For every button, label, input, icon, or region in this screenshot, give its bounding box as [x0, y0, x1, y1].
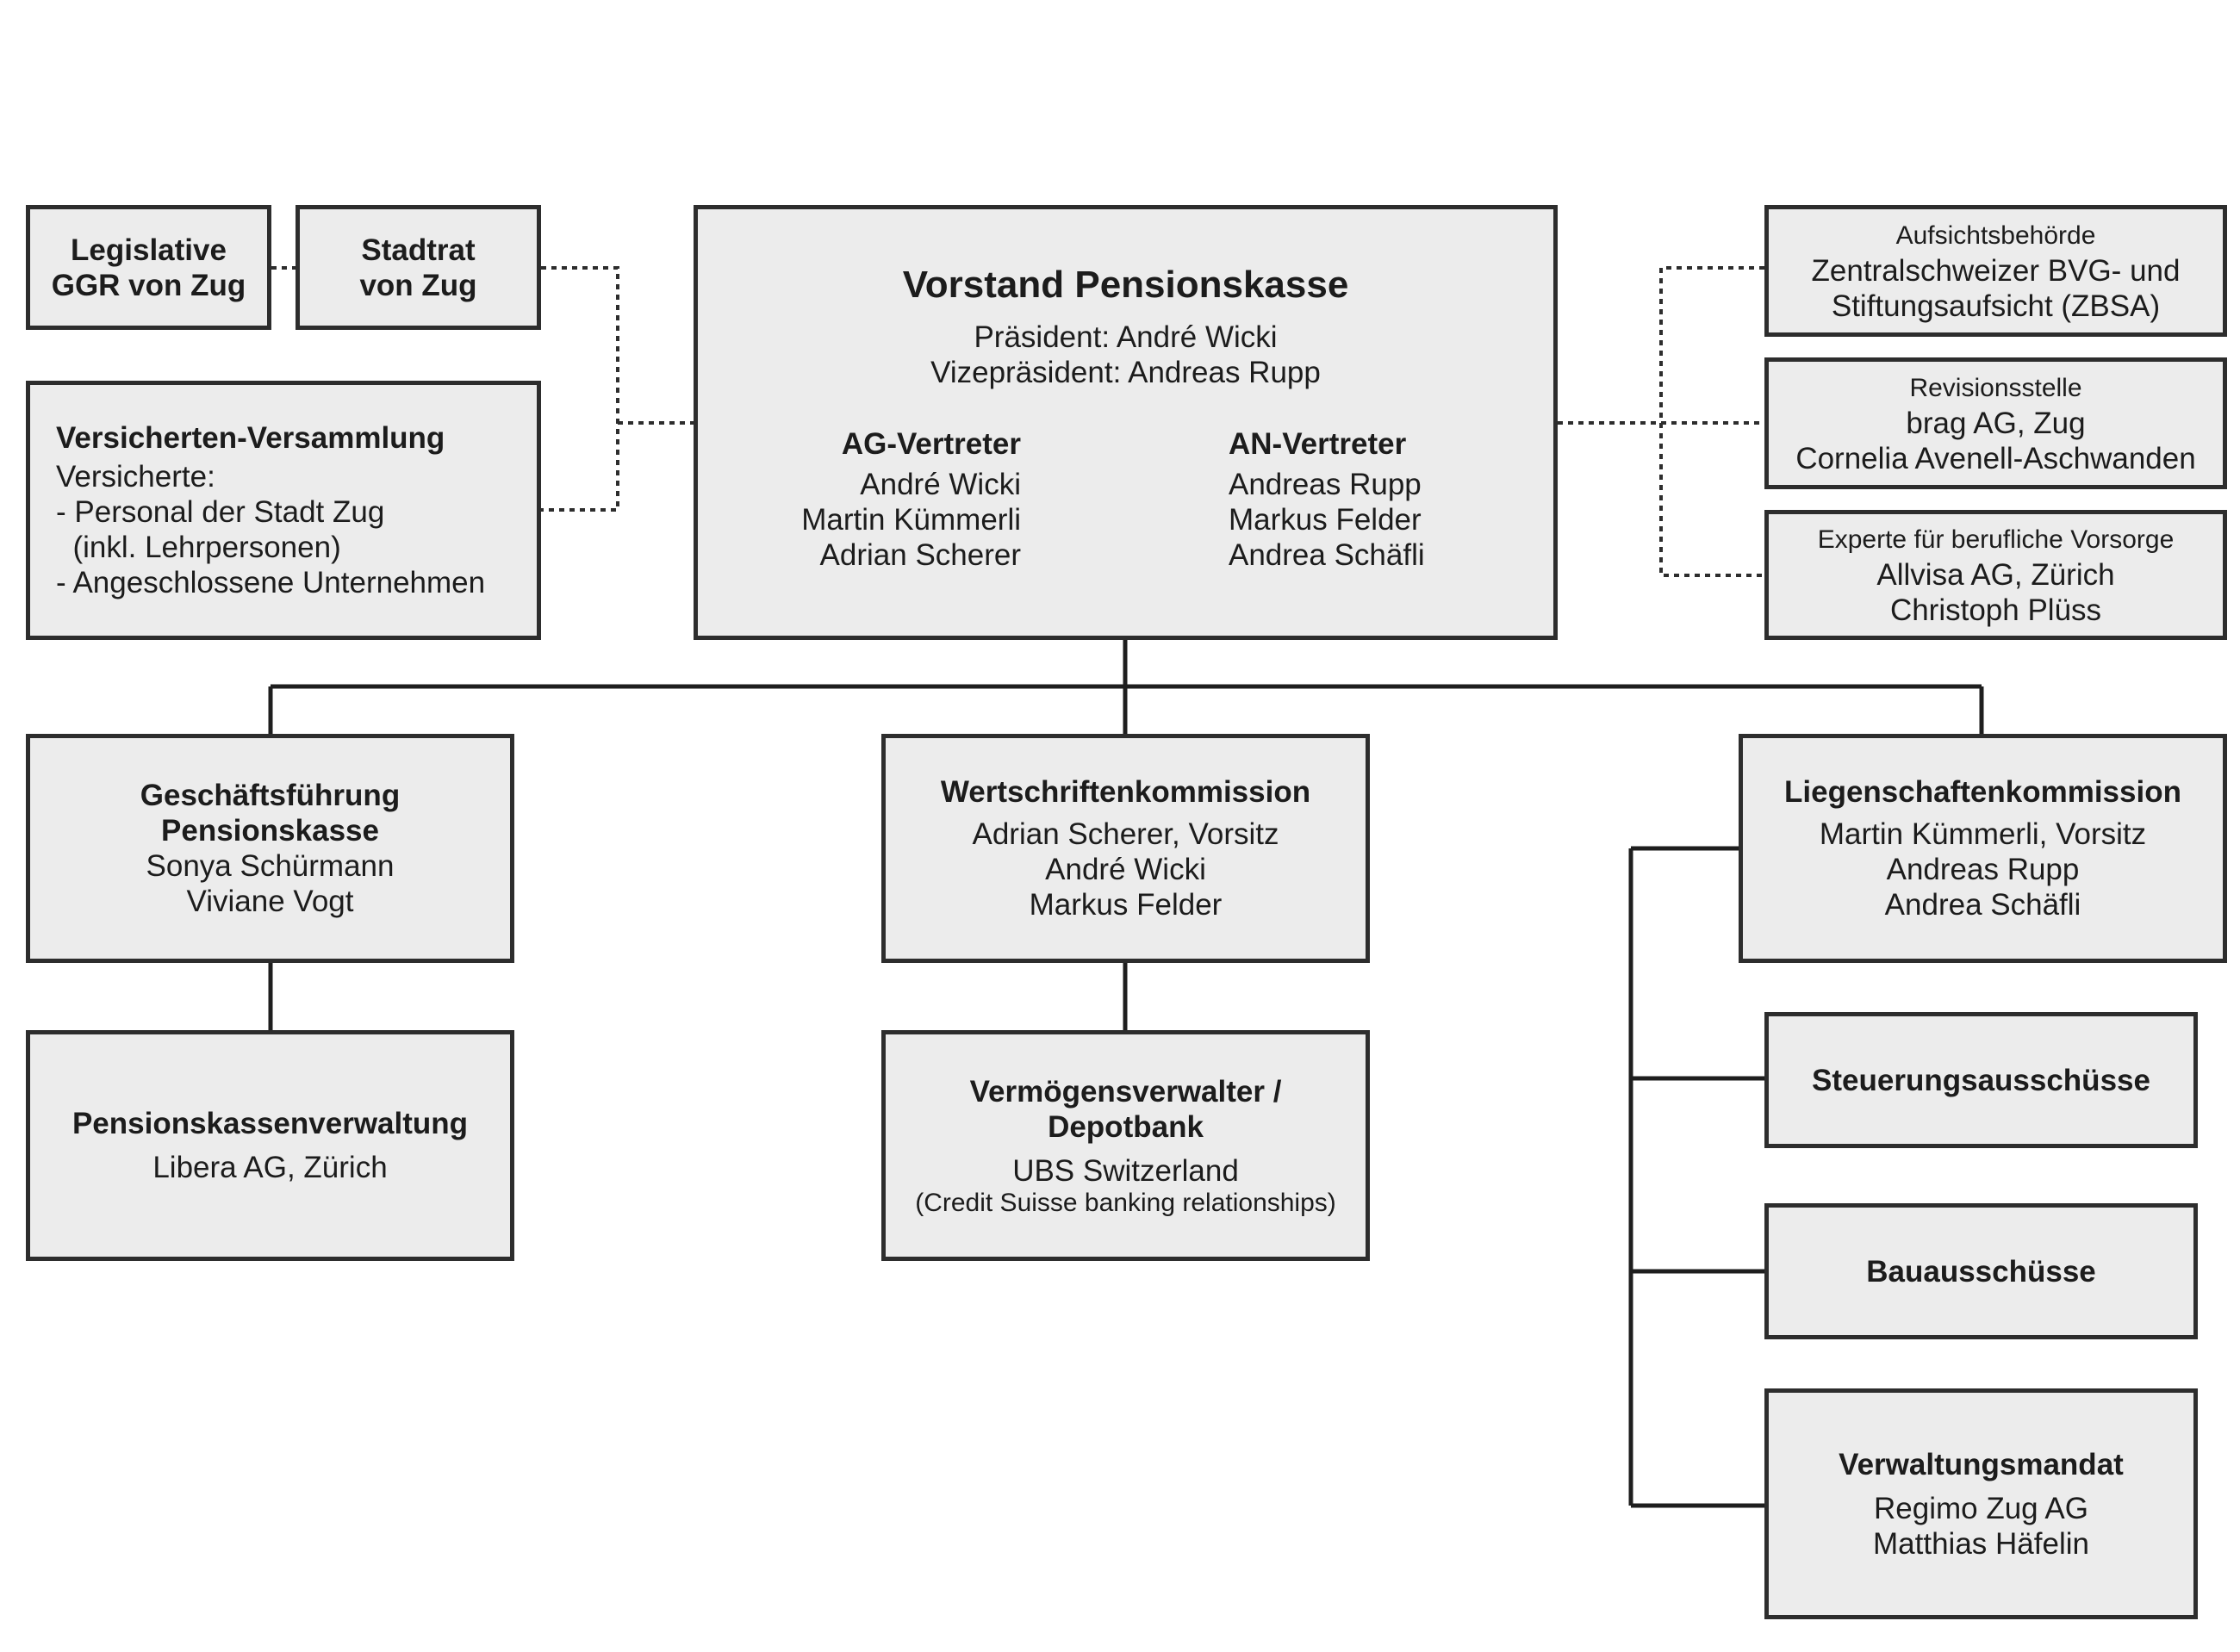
stadtrat-line-1: Stadtrat [361, 233, 476, 267]
an-member-3: Andrea Schäfli [1229, 538, 1425, 572]
dotted-right-bracket [1659, 266, 1764, 577]
stadtrat-box: Stadtrat von Zug [296, 205, 541, 330]
vorstand-president: Präsident: André Wicki [974, 320, 1278, 354]
vorstand-box: Vorstand Pensionskasse Präsident: André … [694, 205, 1558, 640]
revision-label: Revisionsstelle [1909, 373, 2082, 402]
steuerung-box: Steuerungsausschüsse [1764, 1012, 2198, 1148]
liegenschaften-line-1: Martin Kümmerli, Vorsitz [1819, 817, 2147, 851]
verwaltungsmandat-box: Verwaltungsmandat Regimo Zug AG Matthias… [1764, 1388, 2198, 1619]
geschaeftsfuehrung-title-2: Pensionskasse [161, 814, 379, 848]
legislative-line-1: Legislative [71, 233, 227, 267]
experte-box: Experte für berufliche Vorsorge Allvisa … [1764, 510, 2227, 640]
bau-box: Bauausschüsse [1764, 1203, 2198, 1339]
aufsicht-line-1: Zentralschweizer BVG- und [1811, 253, 2181, 288]
aufsicht-label: Aufsichtsbehörde [1895, 220, 2096, 250]
liegenschaften-box: Liegenschaftenkommission Martin Kümmerli… [1739, 734, 2227, 963]
ag-vertreter-column: AG-Vertreter André Wicki Martin Kümmerli… [800, 426, 1021, 573]
vorstand-title: Vorstand Pensionskasse [902, 264, 1349, 306]
wertschriften-line-2: André Wicki [1045, 853, 1206, 886]
liegenschaften-title: Liegenschaftenkommission [1784, 775, 2181, 809]
stadtrat-line-2: von Zug [359, 268, 477, 302]
ag-member-3: Adrian Scherer [819, 538, 1021, 572]
an-member-2: Markus Felder [1229, 503, 1422, 537]
vorstand-vice-president: Vizepräsident: Andreas Rupp [930, 356, 1321, 389]
versammlung-line-1: Versicherte: [56, 460, 215, 494]
geschaeftsfuehrung-line-2: Viviane Vogt [186, 885, 354, 918]
legislative-box: Legislative GGR von Zug [26, 205, 271, 330]
wertschriften-line-3: Markus Felder [1029, 888, 1223, 922]
pkverwaltung-title: Pensionskassenverwaltung [72, 1107, 469, 1140]
pkverwaltung-line-1: Libera AG, Zürich [152, 1151, 388, 1184]
vermoegen-title-1: Vermögensverwalter / [969, 1074, 1282, 1109]
revision-box: Revisionsstelle brag AG, Zug Cornelia Av… [1764, 357, 2227, 489]
geschaeftsfuehrung-box: Geschäftsführung Pensionskasse Sonya Sch… [26, 734, 514, 963]
vermoegen-line-1: UBS Switzerland [1012, 1153, 1239, 1188]
wertschriften-title: Wertschriftenkommission [940, 775, 1311, 809]
ag-vertreter-title: AG-Vertreter [841, 427, 1021, 461]
vermoegen-title-2: Depotbank [1048, 1109, 1204, 1144]
experte-line-1: Allvisa AG, Zürich [1876, 557, 2115, 592]
aufsicht-box: Aufsichtsbehörde Zentralschweizer BVG- u… [1764, 205, 2227, 337]
vermoegen-note: (Credit Suisse banking relationships) [915, 1188, 1336, 1217]
ag-member-1: André Wicki [860, 468, 1021, 501]
an-vertreter-title: AN-Vertreter [1229, 427, 1407, 461]
verwaltungsmandat-title: Verwaltungsmandat [1839, 1447, 2124, 1481]
wertschriften-line-1: Adrian Scherer, Vorsitz [972, 817, 1279, 851]
geschaeftsfuehrung-title-1: Geschäftsführung [140, 779, 401, 812]
liegenschaften-line-2: Andreas Rupp [1886, 853, 2080, 886]
versammlung-line-3: (inkl. Lehrpersonen) [56, 531, 341, 564]
versammlung-line-4: - Angeschlossene Unternehmen [56, 566, 486, 599]
revision-line-1: brag AG, Zug [1906, 406, 2086, 440]
versammlung-box: Versicherten-Versammlung Versicherte: - … [26, 381, 541, 640]
geschaeftsfuehrung-line-1: Sonya Schürmann [146, 849, 395, 883]
aufsicht-line-2: Stiftungsaufsicht (ZBSA) [1831, 289, 2161, 323]
steuerung-title: Steuerungsausschüsse [1812, 1063, 2150, 1097]
an-member-1: Andreas Rupp [1229, 468, 1422, 501]
verwaltungsmandat-line-2: Matthias Häfelin [1873, 1526, 2089, 1561]
ag-member-2: Martin Kümmerli [801, 503, 1021, 537]
vermoegen-box: Vermögensverwalter / Depotbank UBS Switz… [881, 1030, 1370, 1261]
verwaltungsmandat-line-1: Regimo Zug AG [1874, 1491, 2088, 1525]
an-vertreter-column: AN-Vertreter Andreas Rupp Markus Felder … [1229, 426, 1425, 573]
wertschriften-box: Wertschriftenkommission Adrian Scherer, … [881, 734, 1370, 963]
dotted-left-bracket [541, 266, 619, 512]
liegenschaften-line-3: Andrea Schäfli [1884, 888, 2081, 922]
revision-line-2: Cornelia Avenell-Aschwanden [1795, 441, 2196, 475]
experte-label: Experte für berufliche Vorsorge [1817, 525, 2175, 554]
bau-title: Bauausschüsse [1866, 1254, 2096, 1289]
pkverwaltung-box: Pensionskassenverwaltung Libera AG, Züri… [26, 1030, 514, 1261]
experte-line-2: Christoph Plüss [1889, 593, 2102, 627]
versammlung-title: Versicherten-Versammlung [56, 421, 445, 455]
versammlung-line-2: - Personal der Stadt Zug [56, 495, 385, 529]
legislative-line-2: GGR von Zug [51, 268, 246, 302]
